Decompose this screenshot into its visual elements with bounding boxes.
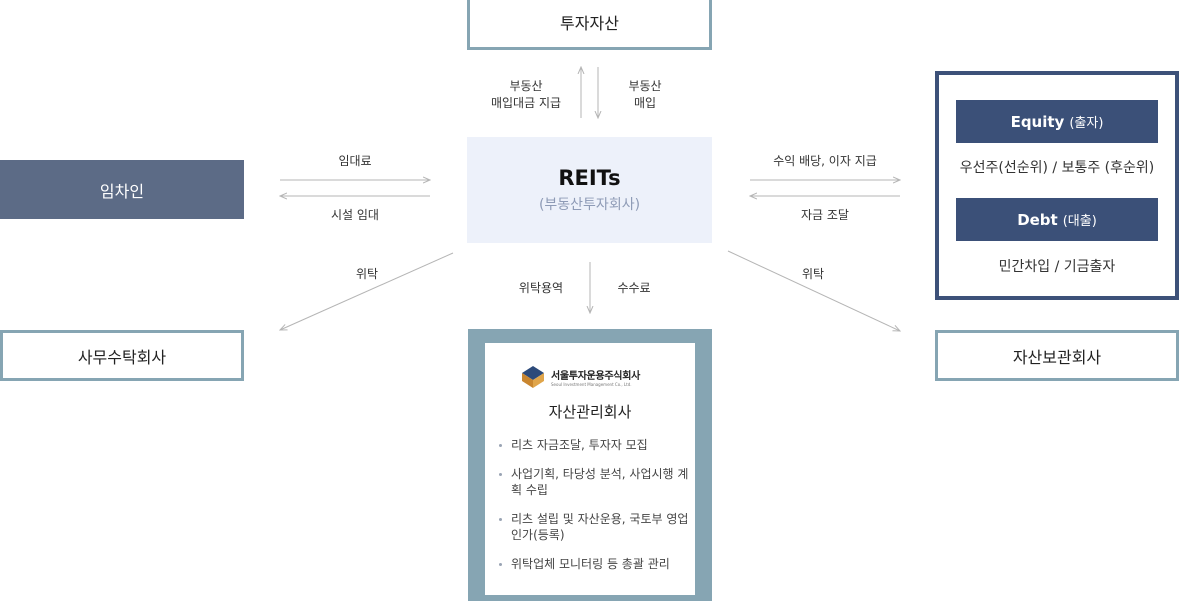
asset-manager-duties: 리츠 자금조달, 투자자 모집 사업기획, 타당성 분석, 사업시행 계획 수립…	[497, 437, 689, 585]
company-logo: 서울투자운용주식회사 Seoul Investment Management C…	[521, 365, 640, 389]
duty-item: 리츠 자금조달, 투자자 모집	[497, 437, 689, 453]
tenant-node: 임차인	[0, 160, 244, 219]
equity-korean: (출자)	[1069, 116, 1104, 131]
equity-label: Equity	[1010, 112, 1065, 131]
custody-label: 자산보관회사	[1012, 347, 1102, 367]
label-rent: 임대료	[338, 154, 372, 168]
asset-manager-node: 서울투자운용주식회사 Seoul Investment Management C…	[468, 329, 712, 601]
asset-node: 투자자산	[467, 0, 712, 50]
tenant-label: 임차인	[99, 181, 145, 201]
reits-node: REITs (부동산투자회사)	[467, 137, 712, 243]
label-purchase-line2: 매입	[633, 96, 657, 110]
equity-bar: Equity (출자)	[956, 100, 1158, 143]
debt-label: Debt	[1017, 210, 1058, 229]
duty-item: 사업기획, 타당성 분석, 사업시행 계획 수립	[497, 466, 689, 498]
label-payment-line1: 부동산	[509, 79, 543, 93]
label-raise: 자금 조달	[801, 208, 849, 222]
logo-mark-icon	[521, 365, 545, 389]
arrow-consign-left	[280, 252, 454, 330]
label-payment-line2: 매입대금 지급	[490, 96, 562, 110]
duty-item: 위탁업체 모니터링 등 총괄 관리	[497, 556, 689, 572]
asset-label: 투자자산	[560, 14, 619, 33]
office-node: 사무수탁회사	[0, 330, 244, 381]
logo-name-korean: 서울투자운용주식회사	[551, 371, 641, 382]
custody-node: 자산보관회사	[935, 330, 1179, 381]
label-purchase-line1: 부동산	[628, 79, 662, 93]
label-service: 위탁용역	[518, 281, 564, 295]
label-purchase: 부동산 매입	[612, 78, 678, 112]
reits-subtitle: (부동산투자회사)	[538, 197, 641, 213]
label-consign-left: 위탁	[355, 267, 379, 281]
asset-manager-title: 자산관리회사	[548, 403, 632, 421]
duty-item: 리츠 설립 및 자산운용, 국토부 영업인가(등록)	[497, 511, 689, 543]
label-lease: 시설 임대	[331, 208, 379, 222]
reits-title: REITs	[558, 166, 621, 190]
asset-manager-card: 서울투자운용주식회사 Seoul Investment Management C…	[485, 343, 695, 595]
label-fee: 수수료	[617, 281, 651, 295]
office-label: 사무수탁회사	[77, 347, 167, 367]
equity-description: 우선주(선순위) / 보통주 (후순위)	[959, 160, 1155, 176]
debt-description: 민간차입 / 기금출자	[998, 259, 1116, 275]
label-consign-right: 위탁	[801, 267, 825, 281]
label-payment: 부동산 매입대금 지급	[486, 78, 566, 112]
logo-name-english: Seoul Investment Management Co., Ltd.	[551, 382, 632, 387]
debt-korean: (대출)	[1062, 214, 1097, 229]
debt-bar: Debt (대출)	[956, 198, 1158, 241]
funding-panel: Equity (출자) 우선주(선순위) / 보통주 (후순위) Debt (대…	[935, 71, 1179, 300]
label-dividend: 수익 배당, 이자 지급	[773, 154, 877, 168]
arrow-consign-right	[727, 250, 900, 331]
